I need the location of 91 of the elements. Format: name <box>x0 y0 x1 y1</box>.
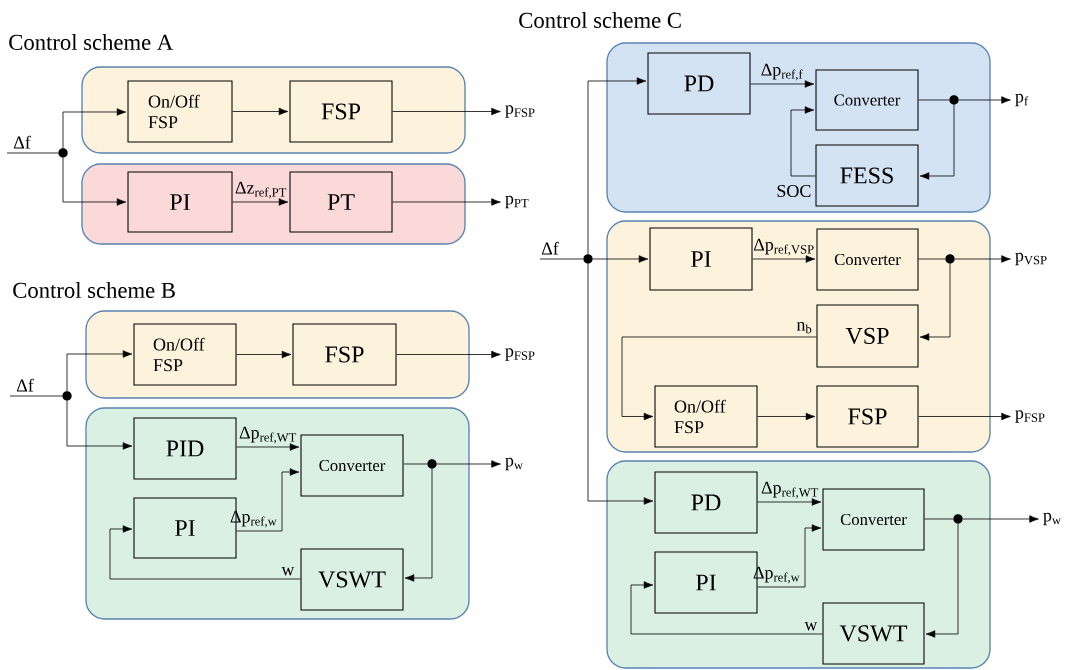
arrow <box>236 443 300 451</box>
arrow <box>66 350 133 392</box>
arrow <box>404 468 433 582</box>
block-box: Converter <box>815 69 919 131</box>
block-box: PD <box>647 52 751 115</box>
block-box: On/Off FSP <box>654 385 758 448</box>
edge-label: Δp$_{ref,VSP}$ <box>753 238 814 256</box>
arrow <box>396 350 501 359</box>
arrow <box>592 255 649 263</box>
output-signal: p$_{f}$ <box>1015 93 1029 107</box>
arrow <box>109 525 301 580</box>
block-box: FSP <box>816 385 919 448</box>
group-panel <box>606 460 991 669</box>
arrow <box>62 157 127 206</box>
arrow <box>790 106 816 177</box>
block-box: Converter <box>300 434 404 497</box>
arrow <box>954 255 1011 263</box>
arrow <box>392 107 501 116</box>
edge-label: Δf <box>13 135 31 149</box>
block-box: On/Off FSP <box>133 323 237 386</box>
output-signal: p$_{VSP}$ <box>1015 252 1047 266</box>
arrow <box>919 263 951 341</box>
arrow <box>918 412 1011 421</box>
group-panel <box>85 310 470 399</box>
arrow <box>621 336 817 421</box>
group-panel <box>606 42 991 213</box>
arrow <box>757 524 822 588</box>
block-box: VSWT <box>822 602 925 665</box>
arrow <box>962 515 1039 523</box>
output-signal: p$_{FSP}$ <box>505 105 535 118</box>
signal-line <box>6 152 59 154</box>
group-panel <box>85 407 470 620</box>
scheme-title: Control scheme A <box>9 34 174 50</box>
output-signal: p$_{w}$ <box>505 457 523 471</box>
arrow <box>958 96 1011 104</box>
arrow <box>66 400 133 450</box>
arrow <box>752 255 816 263</box>
block-box: PT <box>289 171 393 233</box>
output-signal: p$_{FSP}$ <box>505 348 535 361</box>
signal-line <box>403 463 428 465</box>
arrow <box>436 460 501 468</box>
arrow <box>757 412 816 421</box>
output-signal: p$_{w}$ <box>1043 512 1061 526</box>
block-box: PD <box>654 471 758 534</box>
block-box: PID <box>133 417 237 480</box>
block-box: Converter <box>816 228 919 291</box>
edge-label: Δz$_{ref,PT}$ <box>235 181 287 199</box>
edge-label: Δp$_{ref,w}$ <box>230 510 277 528</box>
signal-line <box>918 99 950 101</box>
edge-label: Δp$_{ref,WT}$ <box>239 426 297 444</box>
block-box: PI <box>649 227 753 291</box>
arrow <box>630 581 823 635</box>
edge-label: Δp$_{ref,f}$ <box>761 63 803 81</box>
block-box: PI <box>127 171 233 233</box>
signal-line <box>9 395 63 397</box>
arrow <box>232 198 289 206</box>
block-box: On/Off FSP <box>127 80 233 143</box>
edge-label: w <box>804 621 818 631</box>
edge-label: Δf <box>541 241 559 255</box>
block-box: FSP <box>292 323 397 386</box>
arrow <box>925 523 959 638</box>
arrow <box>757 498 822 506</box>
arrow <box>919 104 955 180</box>
group-panel <box>606 220 991 453</box>
group-panel <box>81 66 466 154</box>
arrow <box>587 77 647 255</box>
block-box: VSWT <box>300 548 404 611</box>
edge-label: w <box>281 566 295 576</box>
arrow <box>750 80 815 88</box>
block-box: FESS <box>815 144 919 207</box>
block-box: Converter <box>822 488 925 551</box>
block-box: VSP <box>816 304 919 368</box>
signal-line <box>539 258 584 260</box>
output-signal: p$_{FSP}$ <box>1015 410 1045 423</box>
arrow <box>392 198 501 206</box>
arrow <box>236 468 300 532</box>
arrow <box>62 108 127 149</box>
group-panel <box>81 163 466 245</box>
arrow <box>587 263 654 505</box>
block-box: FSP <box>289 80 393 143</box>
arrow <box>236 350 292 359</box>
edge-label: Δp$_{ref,WT}$ <box>761 481 819 499</box>
edge-label: Δf <box>16 378 34 392</box>
output-signal: p$_{PT}$ <box>505 195 529 209</box>
edge-label: n$_{b}$ <box>796 321 812 334</box>
edge-label: SOC <box>777 184 811 198</box>
signal-line <box>918 258 946 260</box>
scheme-title: Control scheme B <box>13 282 175 298</box>
signal-line <box>924 518 954 520</box>
scheme-title: Control scheme C <box>519 12 681 28</box>
arrow <box>232 107 289 116</box>
